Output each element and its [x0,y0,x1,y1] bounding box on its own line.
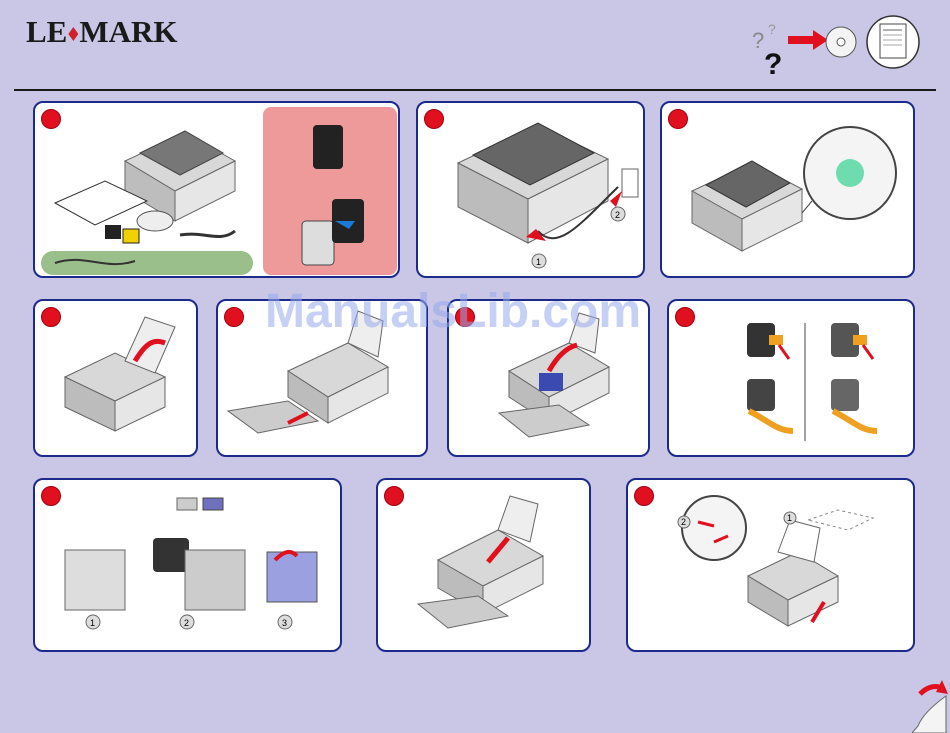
header-rule [14,89,936,91]
step-panel-9 [376,478,591,652]
callout-3: 3 [282,618,287,628]
callout-2: 2 [681,517,686,527]
step-panel-4 [33,299,198,457]
callout-1: 1 [536,257,541,267]
callout-2: 2 [615,210,620,220]
remove-tape-illustration [669,301,915,457]
unpack-illustration [35,103,400,278]
step-panel-8: 1 2 3 [33,478,342,652]
question-mark-small-icon: ? [768,21,776,37]
power-button-illustration [662,103,915,278]
watermark-text: ManualsLib.com [265,284,641,339]
help-illustration: ? ? ? [748,14,923,84]
step-panel-10: 2 1 [626,478,915,652]
step-panel-7 [667,299,915,457]
power-cord-illustration: 1 2 [418,103,645,278]
callout-1: 1 [90,618,95,628]
callout-2: 2 [184,618,189,628]
step-panel-2: 1 2 [416,101,645,278]
callout-1: 1 [787,513,792,523]
page-turn-control[interactable] [912,676,950,733]
logo-diamond-icon [68,27,78,41]
close-cover-illustration [378,480,591,652]
booklet-icon [880,24,906,58]
question-mark-large-icon: ? [764,48,782,81]
install-cartridge-illustration: 1 2 3 [35,480,342,652]
step-panel-3 [660,101,915,278]
page-turn-icon [912,676,950,733]
question-mark-icon: ? [752,28,764,53]
help-graphic: ? ? ? [748,14,923,84]
lift-support-illustration [35,301,198,457]
arrow-right-icon [788,30,828,50]
load-paper-illustration: 2 1 [628,480,915,652]
step-panel-1 [33,101,400,278]
